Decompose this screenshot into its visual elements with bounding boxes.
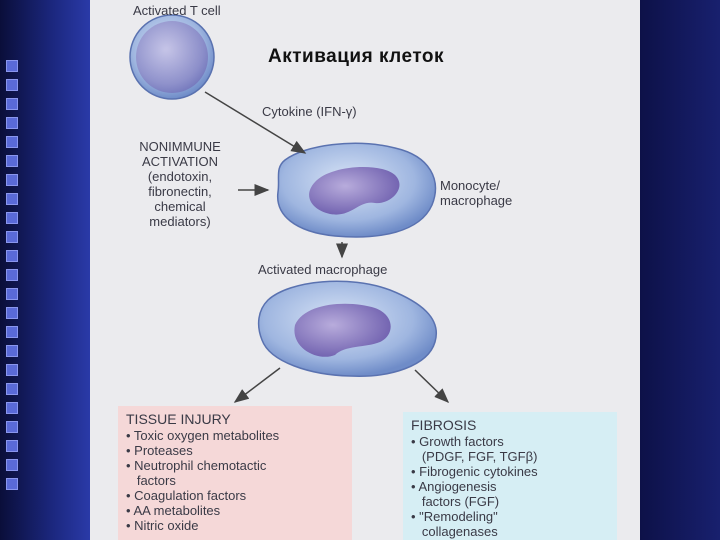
square-bullet (6, 231, 18, 243)
square-bullet (6, 250, 18, 262)
fibrosis-box: FIBROSIS • Growth factors (PDGF, FGF, TG… (403, 412, 617, 540)
square-bullet (6, 402, 18, 414)
fibrosis-item: (PDGF, FGF, TGFβ) (411, 449, 538, 464)
t-cell (129, 14, 215, 100)
square-bullet (6, 459, 18, 471)
decorative-square-column (4, 60, 24, 490)
monocyte-line: macrophage (440, 193, 513, 208)
tissue-injury-item: • AA metabolites (126, 503, 221, 518)
tissue-injury-item: • Proteases (126, 443, 193, 458)
square-bullet (6, 98, 18, 110)
nonimmune-line: NONIMMUNE (139, 139, 221, 154)
monocyte-line: Monocyte/ (440, 178, 500, 193)
activated-macrophage-cell (257, 280, 437, 377)
monocyte-cell (277, 142, 437, 238)
tissue-injury-item: • Nitric oxide (126, 518, 199, 533)
square-bullet (6, 155, 18, 167)
activated-macrophage-label: Activated macrophage (258, 262, 388, 277)
tissue-injury-box: TISSUE INJURY • Toxic oxygen metabolites… (118, 406, 352, 540)
tissue-injury-item: • Coagulation factors (126, 488, 247, 503)
square-bullet (6, 364, 18, 376)
square-bullet (6, 288, 18, 300)
square-bullet (6, 421, 18, 433)
square-bullet (6, 174, 18, 186)
cytokine-label: Cytokine (IFN-γ) (262, 104, 357, 119)
square-bullet (6, 60, 18, 72)
slide-title: Активация клеток (268, 46, 444, 67)
nonimmune-line: chemical (154, 199, 206, 214)
tissue-injury-item: factors (126, 473, 176, 488)
square-bullet (6, 136, 18, 148)
arrow-tcell-to-monocyte (204, 91, 307, 154)
arrow-to-tissue-injury (233, 367, 281, 403)
square-bullet (6, 307, 18, 319)
tissue-injury-heading: TISSUE INJURY (126, 411, 231, 427)
square-bullet (6, 269, 18, 281)
square-bullet (6, 117, 18, 129)
square-bullet (6, 383, 18, 395)
square-bullet (6, 345, 18, 357)
fibrosis-item: • Fibrogenic cytokines (411, 464, 538, 479)
tissue-injury-item: • Neutrophil chemotactic (126, 458, 267, 473)
monocyte-macrophage-label: Monocyte/ macrophage (440, 178, 512, 208)
nonimmune-line: ACTIVATION (141, 154, 219, 169)
slide-right-background (640, 0, 720, 540)
square-bullet (6, 478, 18, 490)
nonimmune-line: (endotoxin, (147, 169, 213, 184)
activated-t-cell-label: Activated T cell (133, 3, 221, 18)
fibrosis-item: • "Remodeling" (411, 509, 498, 524)
square-bullet (6, 212, 18, 224)
fibrosis-item: • Growth factors (411, 434, 504, 449)
nonimmune-line: mediators) (149, 214, 211, 229)
nonimmune-activation-label: NONIMMUNE ACTIVATION (endotoxin, fibrone… (125, 139, 235, 229)
diagram-art (129, 14, 450, 404)
fibrosis-item: factors (FGF) (411, 494, 500, 509)
nonimmune-line: fibronectin, (148, 184, 212, 199)
arrow-to-fibrosis (414, 369, 450, 404)
fibrosis-heading: FIBROSIS (411, 417, 477, 433)
square-bullet (6, 79, 18, 91)
square-bullet (6, 440, 18, 452)
fibrosis-item: • Angiogenesis (411, 479, 497, 494)
tissue-injury-item: • Toxic oxygen metabolites (126, 428, 280, 443)
fibrosis-item: collagenases (411, 524, 498, 539)
square-bullet (6, 326, 18, 338)
square-bullet (6, 193, 18, 205)
diagram-canvas: Активация клеток Activated T cell Cytoki… (90, 0, 640, 540)
